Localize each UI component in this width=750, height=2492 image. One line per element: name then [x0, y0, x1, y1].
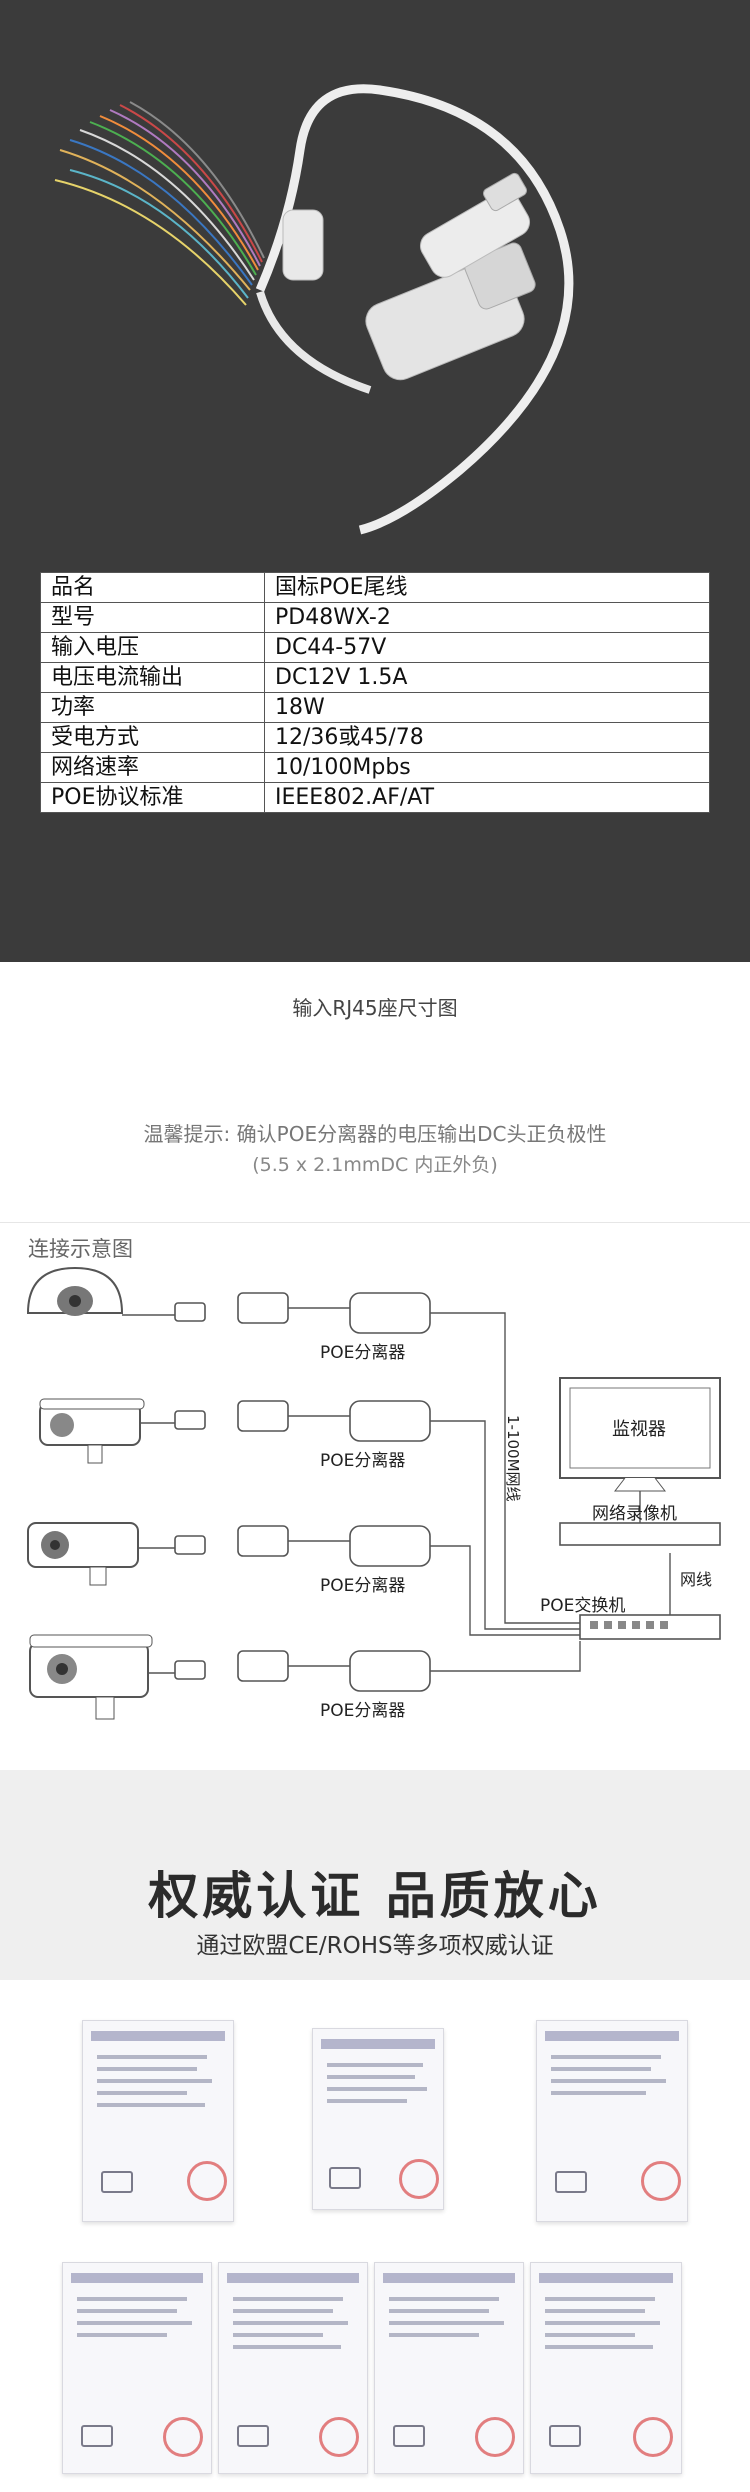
polarity-tip: 温馨提示: 确认POE分离器的电压输出DC头正负极性 — [143, 1122, 607, 1146]
certificate-image — [530, 2262, 682, 2474]
certification-title: 权威认证 品质放心 — [148, 1867, 602, 1925]
spec-value: 18W — [264, 692, 710, 723]
splitter-label-1: POE分离器 — [320, 1343, 405, 1363]
polarity-spec: (5.5 x 2.1mmDC 内正外负) — [252, 1154, 498, 1176]
bullet-camera-icon — [27, 1522, 139, 1586]
spec-value: 国标POE尾线 — [264, 572, 710, 603]
certification-banner: 权威认证 品质放心 通过欧盟CE/ROHS等多项权威认证 — [0, 1770, 750, 1980]
spec-value: DC44-57V — [264, 632, 710, 663]
certificate-image — [374, 2262, 524, 2474]
certification-subtitle: 通过欧盟CE/ROHS等多项权威认证 — [196, 1933, 554, 1959]
certificates-section — [0, 1980, 750, 2492]
spec-key: 品名 — [40, 572, 265, 603]
connection-diagram-section: POE分离器 POE分离器 POE分离器 POE分离器 1-100M网线 监视器… — [0, 1222, 750, 1771]
monitor-icon — [559, 1377, 721, 1492]
spec-key: 型号 — [40, 602, 265, 633]
bullet-camera-icon — [39, 1398, 145, 1464]
poe-splitter-1 — [349, 1292, 431, 1334]
spec-key: 输入电压 — [40, 632, 265, 663]
monitor-label: 监视器 — [612, 1419, 666, 1440]
spec-value: IEEE802.AF/AT — [264, 782, 710, 813]
splitter-label-2: POE分离器 — [320, 1451, 405, 1471]
spec-key: 电压电流输出 — [40, 662, 265, 693]
certificate-image — [312, 2028, 444, 2210]
rj45-dimension-title: 输入RJ45座尺寸图 — [292, 996, 458, 1020]
certificate-image — [218, 2262, 368, 2474]
poe-pigtail-cable-photo — [54, 84, 574, 535]
certificate-image — [536, 2020, 688, 2222]
spec-value: 12/36或45/78 — [264, 722, 710, 753]
spec-key: 受电方式 — [40, 722, 265, 753]
splitter-label-4: POE分离器 — [320, 1701, 405, 1721]
rj45-housing — [365, 242, 536, 381]
tip-section: 温馨提示: 确认POE分离器的电压输出DC头正负极性 (5.5 x 2.1mmD… — [0, 1098, 750, 1222]
spec-value: 10/100Mpbs — [264, 752, 710, 783]
connection-diagram: POE分离器 POE分离器 POE分离器 POE分离器 1-100M网线 监视器… — [26, 1266, 721, 1721]
spec-value: DC12V 1.5A — [264, 662, 710, 693]
dc-plug — [419, 172, 531, 278]
splitter-label-3: POE分离器 — [320, 1576, 405, 1596]
bullet-camera-icon — [29, 1634, 153, 1720]
wire-bundle — [54, 101, 265, 306]
nvr-device — [559, 1522, 721, 1546]
nvr-label: 网络录像机 — [592, 1504, 677, 1524]
connection-diagram-title: 连接示意图 — [28, 1237, 133, 1261]
ferrite-core — [282, 209, 324, 281]
network-label: 网线 — [680, 1570, 712, 1589]
poe-splitter-3 — [349, 1525, 431, 1567]
spec-row: 品名国标POE尾线 — [40, 572, 710, 603]
spec-key: POE协议标准 — [40, 782, 265, 813]
certificate-image — [62, 2262, 212, 2474]
spec-key: 功率 — [40, 692, 265, 723]
main-cable — [255, 84, 574, 535]
certificate-image — [82, 2020, 234, 2222]
switch-label: POE交换机 — [540, 1596, 625, 1616]
spec-value: PD48WX-2 — [264, 602, 710, 633]
dome-camera-icon — [26, 1266, 124, 1316]
spec-key: 网络速率 — [40, 752, 265, 783]
poe-splitter-2 — [349, 1400, 431, 1442]
poe-splitter-4 — [349, 1650, 431, 1692]
cable-type-label: 1-100M网线 — [504, 1415, 522, 1502]
